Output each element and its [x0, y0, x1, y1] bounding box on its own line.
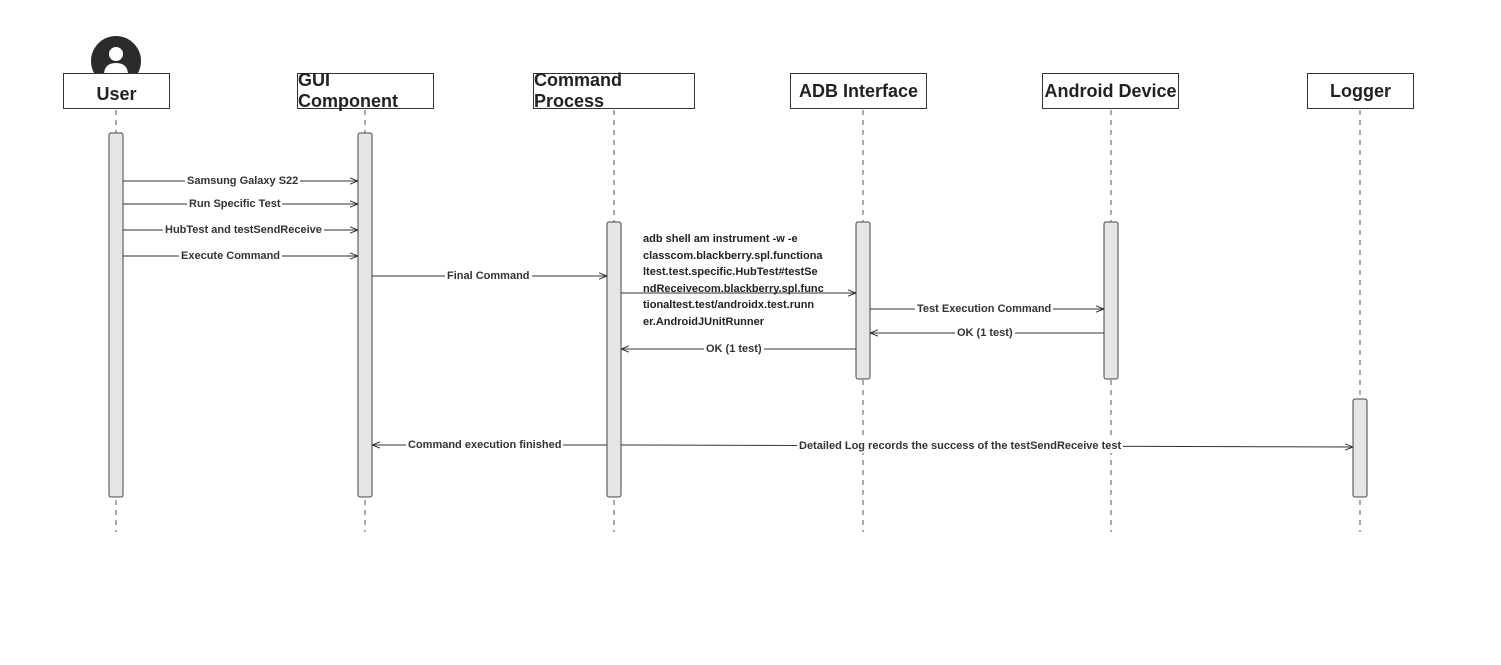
- message-label-ok-device: OK (1 test): [955, 327, 1015, 340]
- message-label-execute-command: Execute Command: [179, 250, 283, 263]
- message-label-command-execution-finished: Command execution finished: [406, 439, 564, 452]
- activation-command: [606, 221, 622, 498]
- participant-adb-label: ADB Interface: [798, 80, 919, 101]
- participant-logger: Logger: [1307, 73, 1414, 109]
- message-label-samsung-galaxy: Samsung Galaxy S22: [185, 175, 301, 188]
- activation-adb: [855, 221, 871, 380]
- message-label-hubtest: HubTest and testSendReceive: [163, 224, 324, 237]
- message-label-ok-adb: OK (1 test): [704, 343, 764, 356]
- participant-android-device: Android Device: [1042, 73, 1179, 109]
- activation-logger: [1352, 398, 1368, 498]
- participant-gui-component: GUI Component: [297, 70, 434, 111]
- message-label-run-specific-test: Run Specific Test: [187, 198, 283, 211]
- participant-device-label: Android Device: [1044, 80, 1177, 101]
- participant-command-label: Command Process: [534, 70, 623, 111]
- adb-command-note: adb shell am instrument -w -e classcom.b…: [643, 233, 824, 328]
- message-label-test-execution-command: Test Execution Command: [915, 303, 1054, 316]
- participant-gui-label: GUI Component: [298, 70, 398, 111]
- participant-user: User: [63, 73, 170, 109]
- participant-command-process: Command Process: [533, 70, 695, 111]
- activation-gui: [357, 132, 373, 498]
- participant-user-label: User: [96, 84, 137, 104]
- participant-adb-interface: ADB Interface: [790, 73, 927, 109]
- activation-device: [1103, 221, 1119, 380]
- activation-user: [108, 132, 124, 498]
- message-label-detailed-log: Detailed Log records the success of the …: [797, 440, 1124, 453]
- participant-logger-label: Logger: [1330, 80, 1391, 101]
- message-label-final-command: Final Command: [445, 270, 532, 283]
